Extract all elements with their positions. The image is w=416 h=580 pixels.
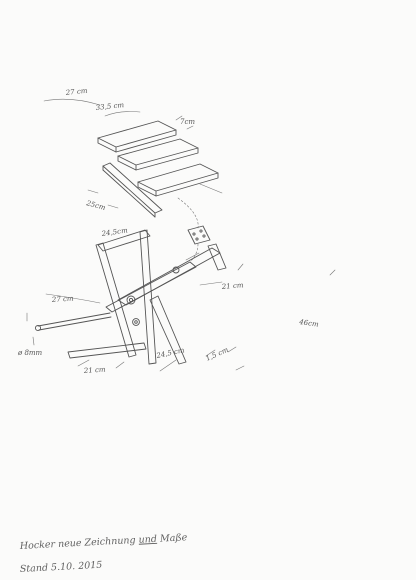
frame-dimension-lines xyxy=(26,252,336,372)
stool-frame xyxy=(67,229,227,365)
label-base-small: 1,5 cm xyxy=(205,346,230,363)
note-title-und: und xyxy=(138,534,157,546)
seat-dimension-lines xyxy=(43,98,223,209)
label-frame-height: 21 cm xyxy=(220,281,244,291)
label-leg-length: 27 cm xyxy=(51,294,75,304)
hinge-leader xyxy=(177,197,199,263)
note-title: Hocker neue Zeichnung und Maße xyxy=(19,532,188,552)
label-pin-diameter: ø 8mm xyxy=(17,349,43,357)
note-title-part2: Maße xyxy=(159,532,188,544)
seat-board-2 xyxy=(117,138,199,171)
hinge-detail xyxy=(187,225,211,245)
label-base-right: 24,5 cm xyxy=(155,346,186,360)
pin xyxy=(34,312,112,332)
label-board-depth: 7cm xyxy=(180,118,195,126)
label-board-length: 25cm xyxy=(85,199,107,212)
label-total-height: 46cm xyxy=(298,318,320,329)
label-top-width: 27 cm xyxy=(64,87,88,97)
note-date: Stand 5.10. 2015 xyxy=(20,560,103,575)
label-base-left: 21 cm xyxy=(83,365,107,375)
label-frame-top: 24,5cm xyxy=(100,226,128,238)
seat-batten xyxy=(102,162,163,218)
label-board-width: 33,5 cm xyxy=(95,101,124,112)
note-title-part1: Hocker neue Zeichnung xyxy=(19,535,136,552)
seat-board-3 xyxy=(137,163,219,197)
seat-board-1 xyxy=(97,120,177,153)
